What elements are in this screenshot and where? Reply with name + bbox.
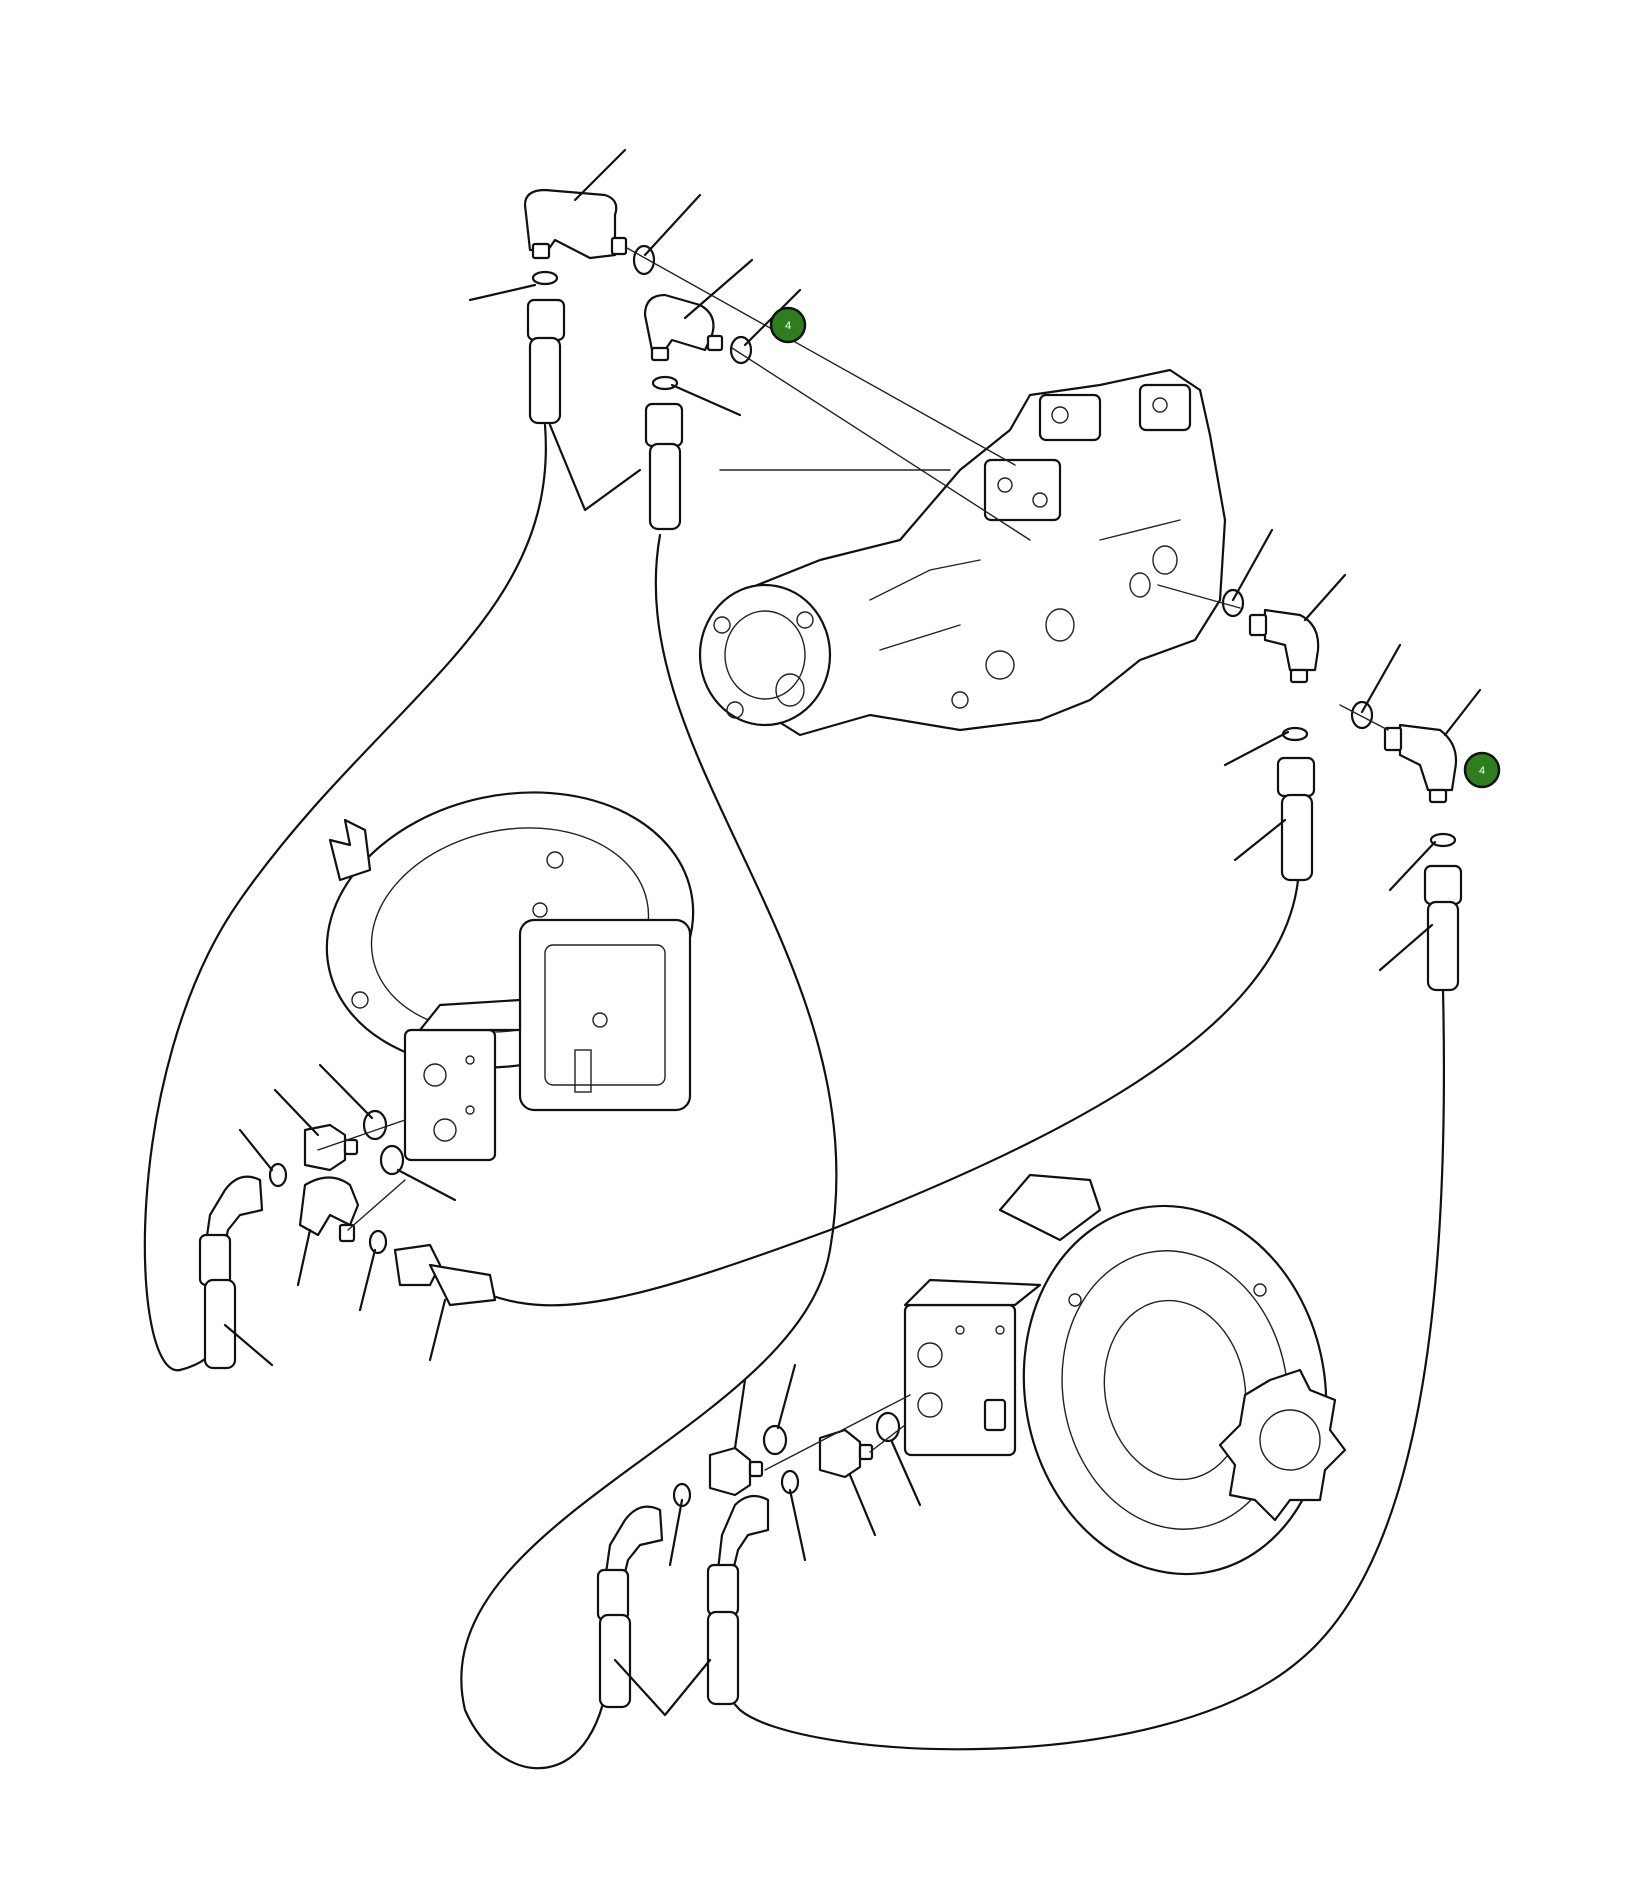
leader-lines [223,148,1482,1717]
o-ring [762,1424,788,1456]
o-ring [368,1229,388,1255]
o-ring [1350,700,1374,730]
hose-fitting [644,402,684,448]
o-ring [362,1109,388,1141]
o-ring [1429,832,1457,848]
hose-center-long [460,533,838,1770]
o-ring [1281,726,1309,742]
callout-label: 4 [1479,765,1485,777]
hose-right-middle [488,878,1300,1307]
fittings-left-motor [198,1109,497,1370]
hose-lines [143,423,1446,1770]
o-ring [632,244,656,276]
callout-badge[interactable] [769,306,807,344]
callout-badge[interactable] [1463,751,1501,789]
hose-left-long [143,423,547,1372]
callout-4-right[interactable]: 4 [1463,751,1501,789]
callout-4-upper[interactable]: 4 [769,306,807,344]
center-lines [317,247,1389,1471]
o-ring [531,270,559,286]
callout-label: 4 [785,320,791,332]
travel-motor-left [325,791,695,1162]
main-hydraulic-pump [698,368,1227,737]
hose-fitting [1423,864,1463,906]
hose-fitting [1276,756,1316,798]
o-ring [379,1144,405,1176]
fittings-upper [523,188,1463,992]
travel-motor-right [903,1173,1347,1576]
o-ring [651,375,679,391]
hose-fitting [526,298,566,342]
o-ring [1221,588,1245,618]
hose-right-long [716,988,1446,1751]
fittings-right-motor [596,1411,901,1709]
o-ring [875,1411,901,1443]
o-ring [268,1162,288,1188]
